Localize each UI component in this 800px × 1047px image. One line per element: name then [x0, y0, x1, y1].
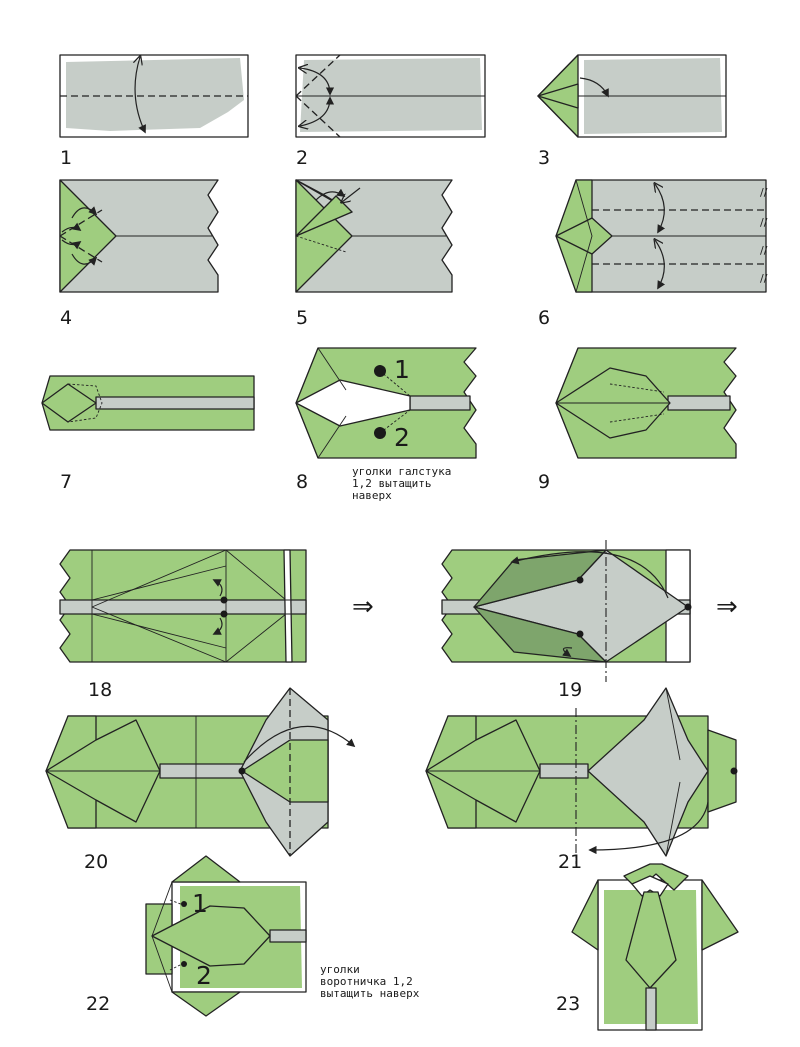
- step-22-note: уголки воротничка 1,2 вытащить наверх: [320, 963, 420, 1000]
- step-18-diagram: [59, 549, 307, 663]
- step-number-4: 4: [60, 307, 72, 329]
- step-8-note-line-2: 1,2 вытащить: [352, 477, 431, 490]
- step-1-diagram: [59, 55, 249, 138]
- step-2-diagram: [295, 54, 486, 138]
- step-8-mark-1: 1: [394, 355, 410, 384]
- step-number-2: 2: [296, 147, 308, 169]
- step-number-21: 21: [558, 851, 582, 873]
- step-number-18: 18: [88, 679, 112, 701]
- step-number-3: 3: [538, 147, 550, 169]
- step-21-diagram: [425, 687, 738, 864]
- step-number-5: 5: [296, 307, 308, 329]
- step-4-diagram: [59, 179, 219, 293]
- step-20-diagram: [45, 687, 356, 857]
- step-22-note-line-2: воротничка 1,2: [320, 975, 413, 988]
- step-19-diagram: [441, 540, 692, 682]
- svg-text://: //: [760, 244, 768, 257]
- step-22-diagram: 1 2: [145, 855, 307, 1017]
- step-7-diagram: [41, 375, 255, 431]
- step-22-mark-1: 1: [192, 889, 208, 918]
- step-number-9: 9: [538, 471, 550, 493]
- step-number-1: 1: [60, 147, 72, 169]
- step-number-6: 6: [538, 307, 550, 329]
- step-number-20: 20: [84, 851, 108, 873]
- step-8-note-line-3: наверх: [352, 489, 392, 502]
- step-number-7: 7: [60, 471, 72, 493]
- step-number-8: 8: [296, 471, 308, 493]
- step-22-mark-2: 2: [196, 961, 212, 990]
- step-number-19: 19: [558, 679, 582, 701]
- step-22-note-line-1: уголки: [320, 963, 360, 976]
- step-number-23: 23: [556, 993, 580, 1015]
- step-8-note: уголки галстука 1,2 вытащить наверх: [352, 465, 451, 502]
- svg-text://: //: [760, 216, 768, 229]
- step-8-mark-2: 2: [394, 423, 410, 452]
- step-3-diagram: [537, 54, 727, 138]
- step-5-diagram: [295, 179, 453, 293]
- svg-text://: //: [760, 186, 768, 199]
- step-number-22: 22: [86, 993, 110, 1015]
- step-8-note-line-1: уголки галстука: [352, 465, 451, 478]
- svg-text://: //: [760, 272, 768, 285]
- next-step-arrow-2: ⇒: [716, 592, 738, 622]
- step-8-diagram: 1 2: [295, 347, 477, 459]
- step-23-diagram: [571, 863, 739, 1031]
- step-9-diagram: [555, 347, 737, 459]
- step-6-diagram: // // // //: [555, 179, 768, 293]
- next-step-arrow: ⇒: [352, 592, 374, 622]
- step-22-note-line-3: вытащить наверх: [320, 987, 420, 1000]
